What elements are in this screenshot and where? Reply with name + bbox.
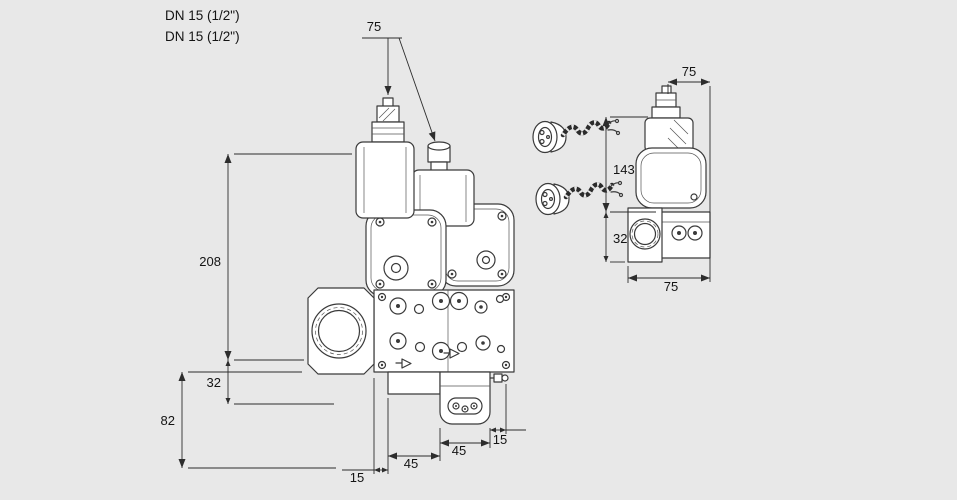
dim-front-lower-text: 82 [161,413,175,428]
dn-size-label-1: DN 15 (1/2") [165,8,240,23]
side-solenoid-coil [644,117,694,153]
dim-bottom-45-left-text: 45 [404,456,418,471]
dim-side-bottom-width-text: 75 [664,279,678,294]
dn-size-label-2: DN 15 (1/2") [165,29,240,44]
dim-front-offset-text: 32 [207,375,221,390]
dim-side-top-width-text: 75 [682,64,696,79]
dimension-front-top-width: 75 [362,19,436,142]
dimension-front-height-208: 208 [199,153,352,361]
dimension-side-143: 143 [602,116,656,213]
dim-side-143-text: 143 [613,162,635,177]
dimension-side-top-width: 75 [667,64,711,282]
dimension-side-bottom-width: 75 [627,266,710,294]
side-connector-plug [655,85,677,108]
dim-bottom-15-right-text: 15 [493,432,507,447]
valve-side-view [627,85,711,263]
dim-front-top-width-text: 75 [367,19,381,34]
dim-bottom-15-left-text: 15 [350,470,364,485]
dimension-front-bottom-chain: 15 45 45 15 [342,378,526,485]
test-nipple [489,373,509,383]
valve-body [307,287,515,375]
side-coil-neck [651,106,681,119]
flow-direction-arrow-icon [395,348,460,369]
valve-lower-section [387,371,509,425]
dimension-side-32: 32 [603,212,627,263]
dim-front-height-text: 208 [199,254,221,269]
left-actuator-housing [365,209,447,297]
dimension-front-offset-32: 32 [207,360,334,405]
side-actuator-housing [635,147,707,209]
main-valve-front-view [307,97,515,425]
dim-bottom-45-right-text: 45 [452,443,466,458]
side-valve-body [627,207,711,263]
left-solenoid-coil [355,97,415,219]
dim-side-32-text: 32 [613,231,627,246]
dimension-front-lower-82: 82 [161,371,336,469]
